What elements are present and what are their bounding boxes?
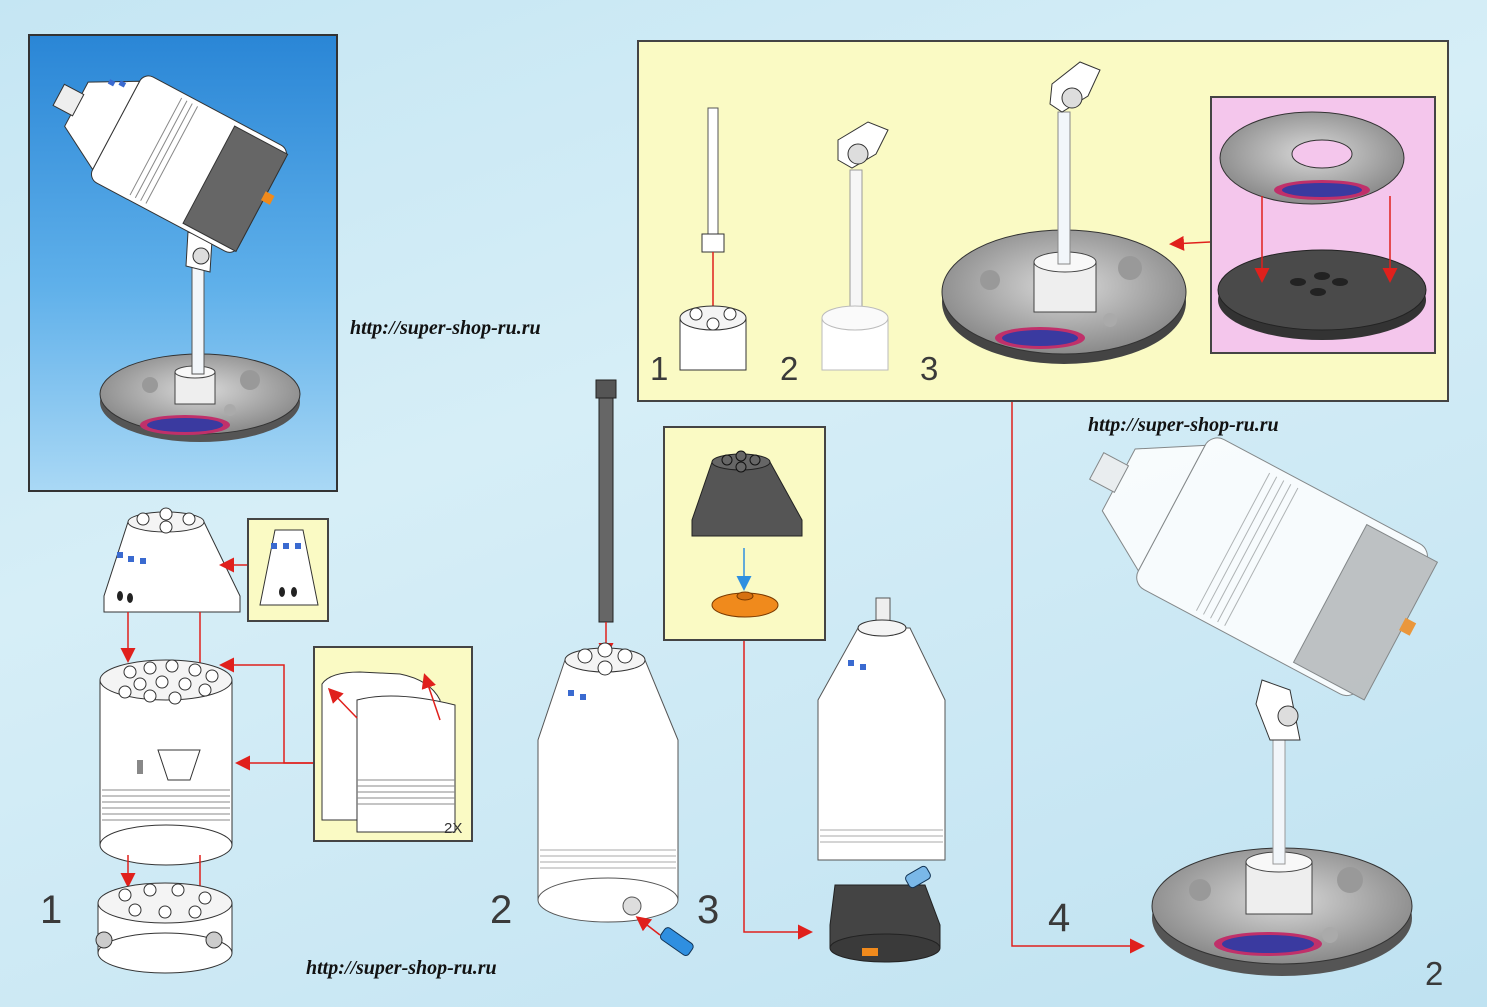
cone-detail-icon bbox=[259, 529, 319, 606]
top-step-2-number: 2 bbox=[780, 350, 799, 387]
watermark-url[interactable]: http://super-shop-ru.ru bbox=[1088, 414, 1279, 436]
step-3-number: 3 bbox=[697, 888, 720, 932]
page-number: 2 bbox=[1425, 955, 1444, 992]
nozzle-cone-icon bbox=[691, 450, 803, 618]
stand-step2-icon bbox=[821, 121, 889, 371]
step-1-number: 1 bbox=[40, 888, 63, 932]
body-cylinder-icon bbox=[99, 659, 233, 866]
completed-model-icon bbox=[52, 75, 301, 442]
blue-pin-icon bbox=[659, 927, 694, 956]
wall-panel-icon bbox=[321, 671, 456, 833]
step-2-number: 2 bbox=[490, 888, 513, 932]
top-step-3-number: 3 bbox=[920, 350, 939, 387]
stand-step1-icon bbox=[679, 107, 747, 371]
quantity-label: 2X bbox=[444, 820, 463, 837]
capsule-step3-icon bbox=[817, 597, 946, 963]
black-rod-icon bbox=[595, 379, 617, 623]
step-4-number: 4 bbox=[1048, 896, 1071, 940]
final-model-icon bbox=[1088, 437, 1439, 976]
watermark-url[interactable]: http://super-shop-ru.ru bbox=[306, 957, 497, 979]
watermark-url[interactable]: http://super-shop-ru.ru bbox=[350, 317, 541, 339]
capsule-step2-icon bbox=[537, 642, 679, 923]
moon-base-icon bbox=[1217, 111, 1427, 340]
top-step-1-number: 1 bbox=[650, 350, 669, 387]
stand-step3-icon bbox=[941, 61, 1187, 364]
cone-part-icon bbox=[103, 507, 241, 613]
base-brick-icon bbox=[95, 882, 233, 974]
